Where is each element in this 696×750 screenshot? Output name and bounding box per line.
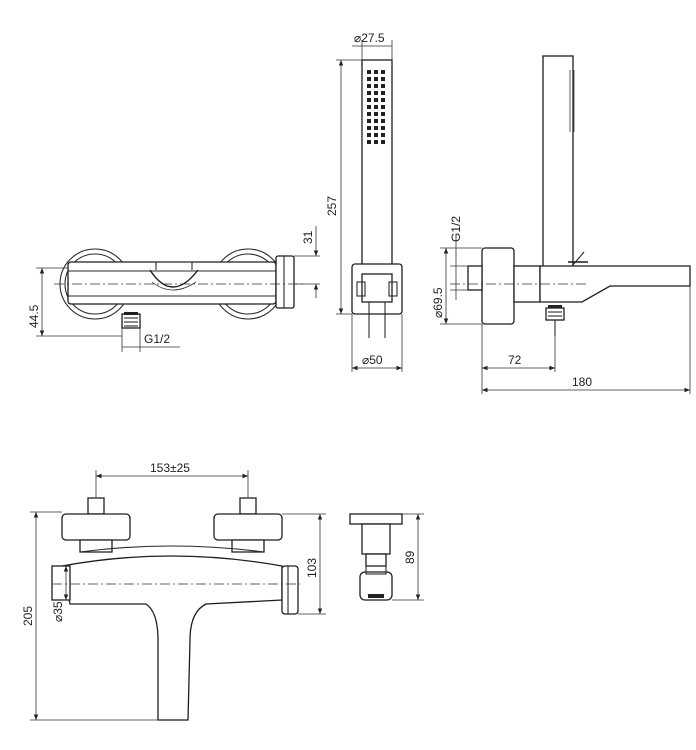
label-g-left: G1/2 <box>144 332 170 346</box>
dimension-103: 103 <box>282 513 326 615</box>
nozzle-dot <box>367 140 371 144</box>
hand-shower-front <box>351 59 403 338</box>
nozzle-dot <box>381 77 385 81</box>
dimension-31: 31 <box>294 226 320 298</box>
dimension-44-5: 44.5 <box>27 267 122 337</box>
dimension-89: 89 <box>392 513 424 601</box>
nozzle-dot <box>367 126 371 130</box>
holder-side-view <box>349 513 403 601</box>
nozzle-dot <box>367 91 371 95</box>
label-257: 257 <box>325 196 339 216</box>
nozzle-dot <box>381 84 385 88</box>
label-69-5: ⌀69.5 <box>431 287 445 318</box>
label-31: 31 <box>301 230 315 244</box>
dimension-35: ⌀35 <box>51 565 70 622</box>
nozzle-dot <box>381 70 385 74</box>
label-153: 153±25 <box>150 461 190 475</box>
shower-nozzle-grid <box>367 70 385 144</box>
dimension-g-left: G1/2 <box>121 328 180 352</box>
dimension-69-5: ⌀69.5 <box>431 247 482 325</box>
mixer-top-view <box>51 497 300 721</box>
label-72: 72 <box>508 353 522 367</box>
nozzle-dot <box>374 133 378 137</box>
nozzle-dot <box>367 77 371 81</box>
nozzle-dot <box>367 133 371 137</box>
nozzle-dot <box>381 126 385 130</box>
dimension-27-5: ⌀27.5 <box>352 31 393 60</box>
nozzle-dot <box>374 77 378 81</box>
nozzle-dot <box>381 112 385 116</box>
nozzle-dot <box>374 84 378 88</box>
nozzle-dot <box>381 119 385 123</box>
dimension-257: 257 <box>325 59 362 315</box>
dimension-205: 205 <box>21 511 158 721</box>
label-35: ⌀35 <box>51 601 65 622</box>
nozzle-dot <box>381 133 385 137</box>
nozzle-dot <box>367 70 371 74</box>
label-27-5: ⌀27.5 <box>354 31 385 45</box>
label-44-5: 44.5 <box>27 304 41 328</box>
nozzle-dot <box>367 112 371 116</box>
label-205: 205 <box>21 606 35 626</box>
nozzle-dot <box>374 105 378 109</box>
nozzle-dot <box>381 105 385 109</box>
dimension-153: 153±25 <box>95 461 249 498</box>
mixer-front-view <box>54 248 306 329</box>
nozzle-dot <box>374 91 378 95</box>
label-89: 89 <box>403 550 417 564</box>
nozzle-dot <box>374 119 378 123</box>
nozzle-dot <box>381 98 385 102</box>
nozzle-dot <box>374 98 378 102</box>
nozzle-dot <box>367 105 371 109</box>
nozzle-dot <box>374 126 378 130</box>
dimension-72: 72 <box>481 324 556 394</box>
mixer-side-view <box>450 55 691 336</box>
label-180: 180 <box>572 375 592 389</box>
nozzle-dot <box>381 91 385 95</box>
label-103: 103 <box>305 558 319 578</box>
nozzle-dot <box>374 70 378 74</box>
dimension-50: ⌀50 <box>351 314 403 372</box>
nozzle-dot <box>381 140 385 144</box>
nozzle-dot <box>367 84 371 88</box>
nozzle-dot <box>367 98 371 102</box>
nozzle-dot <box>374 112 378 116</box>
dimension-180: 180 <box>482 286 691 394</box>
nozzle-dot <box>367 119 371 123</box>
dimension-g-right: G1/2 <box>449 216 468 300</box>
nozzle-dot <box>374 140 378 144</box>
label-g-right: G1/2 <box>449 216 463 242</box>
label-50: ⌀50 <box>362 353 383 367</box>
